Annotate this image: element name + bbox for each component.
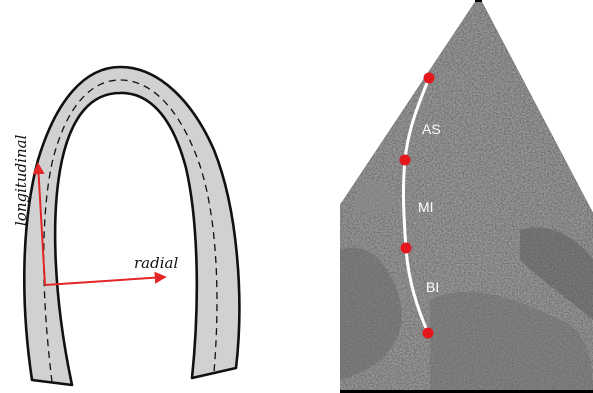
segment-label-mi: MI — [418, 199, 434, 215]
right-panel: y axis AS MI BI — [340, 0, 593, 393]
segment-label-bi: BI — [426, 279, 439, 295]
trace-marker-mi-bi — [401, 243, 412, 254]
left-panel: longitudinal radial — [12, 67, 239, 385]
trace-marker-base — [423, 328, 434, 339]
longitudinal-label: longitudinal — [12, 134, 30, 226]
trace-marker-apex — [424, 73, 435, 84]
trace-marker-as-mi — [400, 155, 411, 166]
myocardial-wall — [24, 67, 239, 385]
radial-label: radial — [134, 254, 178, 272]
segment-label-as: AS — [422, 121, 441, 137]
radial-axis-arrow — [45, 277, 165, 285]
